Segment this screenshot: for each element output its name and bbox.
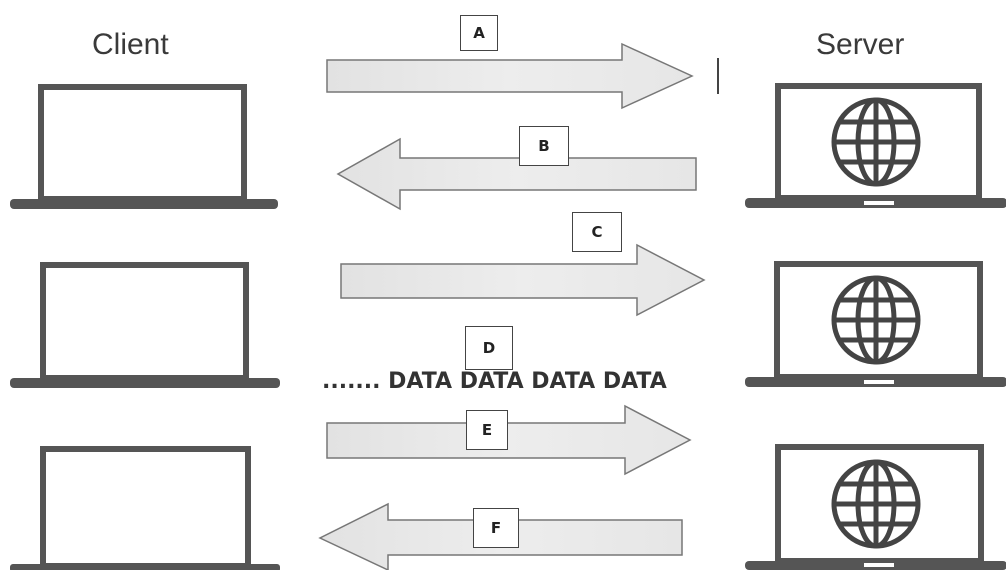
arrow-b [336,137,697,211]
client-laptop-3 [10,446,280,570]
label-a: A [460,15,498,51]
label-b: B [519,126,569,166]
arrow-a [326,42,694,110]
label-e: E [466,410,508,450]
data-stream-text: ....... DATA DATA DATA DATA [322,369,667,394]
label-d: D [465,326,513,370]
arrow-e [326,404,692,476]
label-c: C [572,212,622,252]
server-laptop-3 [745,444,1006,570]
globe-icon [831,459,921,549]
client-laptop-2 [10,262,280,388]
arrow-c [340,243,706,317]
server-title: Server [816,28,905,61]
globe-icon [831,275,921,365]
client-laptop-1 [10,84,278,209]
label-f: F [473,508,519,548]
globe-icon [831,97,921,187]
client-title: Client [92,28,169,61]
